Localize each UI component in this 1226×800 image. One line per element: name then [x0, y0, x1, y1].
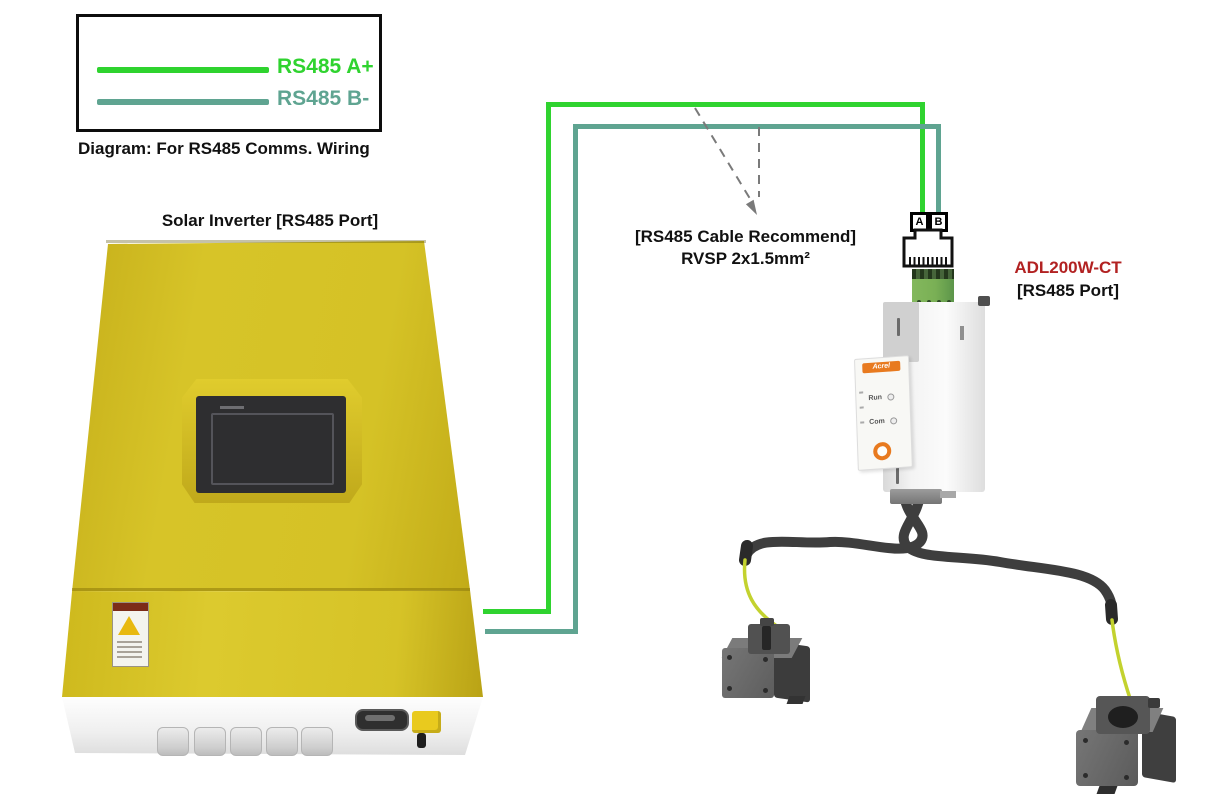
- legend-box: RS485 A+ RS485 B-: [76, 14, 382, 132]
- ct-left-clamp-slot: [762, 626, 771, 650]
- legend-line-rs485a: [97, 67, 269, 73]
- meter-port-label: [RS485 Port]: [1016, 281, 1120, 300]
- cable-gland: [194, 727, 226, 756]
- run-label: Run: [868, 394, 883, 403]
- cable-gland: [301, 727, 333, 756]
- wire-b-into-terminal: [936, 124, 941, 217]
- inverter-screen: [196, 396, 346, 493]
- com-led-icon: [889, 417, 897, 425]
- meter-bottom-connector: [890, 489, 942, 504]
- ct-cable-left: [742, 491, 928, 559]
- warning-text-line: [117, 641, 142, 643]
- ct-left-latch: [760, 618, 774, 626]
- cable-note-line1: [RS485 Cable Recommend]: [634, 227, 857, 246]
- meter-slot-mark: [896, 466, 899, 484]
- inverter-title: Solar Inverter [RS485 Port]: [161, 211, 379, 230]
- callout-arrowhead-icon: [745, 199, 757, 215]
- legend-line-rs485b: [97, 99, 269, 105]
- cable-gland: [157, 727, 189, 756]
- terminal-block-sockets: [912, 269, 954, 279]
- ct-cable-right: [898, 491, 1117, 621]
- inverter-antenna: [417, 733, 426, 748]
- inverter-fold-line: [72, 588, 470, 591]
- warning-label-header: [113, 603, 148, 611]
- legend-label-rs485b: RS485 B-: [277, 87, 370, 110]
- ct-clamp-right: [1068, 692, 1186, 798]
- legend-label-rs485a: RS485 A+: [277, 55, 374, 78]
- rj45-port-icon: [902, 228, 954, 268]
- acrel-logo: Acrel: [862, 360, 901, 374]
- meter-slot-mark: [897, 318, 900, 336]
- ct-right-clamp-hole: [1108, 706, 1138, 728]
- meter-front-panel: Acrel Run Com: [854, 355, 913, 471]
- meter-din-clip: [978, 296, 990, 306]
- ct-left-front-face: [722, 648, 774, 698]
- wire-a-from-inverter: [483, 609, 551, 614]
- warning-triangle-icon: [118, 616, 140, 635]
- cable-gland: [266, 727, 298, 756]
- run-led-row: Run: [868, 393, 895, 403]
- warning-text-line: [117, 656, 142, 658]
- wire-a-into-terminal: [920, 102, 925, 217]
- ct-right-latch: [1148, 698, 1160, 708]
- wire-b-from-inverter: [485, 629, 578, 634]
- ct-right-foot: [1096, 786, 1118, 794]
- cable-note: [RS485 Cable Recommend] RVSP 2x1.5mm²: [608, 226, 883, 270]
- meter-model-label: ADL200W-CT: [1014, 258, 1122, 277]
- wire-a-horizontal-top: [546, 102, 925, 107]
- run-led-icon: [886, 393, 895, 401]
- inverter-screen-logo: [220, 406, 244, 409]
- meter-side-slot: [960, 326, 964, 340]
- inverter-switch: [412, 711, 441, 733]
- wire-b-vertical-left: [573, 124, 578, 634]
- meter-button: [872, 441, 892, 461]
- inverter-connector-port: [355, 709, 409, 731]
- wire-b-horizontal-top: [573, 124, 941, 129]
- connector-port-inner: [365, 715, 395, 721]
- warning-text-line: [117, 646, 142, 648]
- ct-right-front-face: [1076, 730, 1138, 786]
- wire-a-vertical-left: [546, 102, 551, 614]
- com-led-row: Com: [869, 417, 897, 426]
- inverter-warning-label: [112, 602, 149, 667]
- cable-gland: [230, 727, 262, 756]
- com-label: Com: [869, 417, 885, 427]
- meter-bottom-connector-ext: [940, 491, 956, 498]
- warning-text-line: [117, 651, 142, 653]
- cable-note-line2: RVSP 2x1.5mm²: [681, 249, 810, 268]
- inverter-screen-frame: [211, 413, 334, 485]
- inverter-top-edge: [106, 240, 426, 243]
- cable-ferrule-left: [739, 540, 753, 566]
- cable-ferrule-right: [1105, 599, 1118, 625]
- meter-rs485-terminal-block: [912, 269, 954, 307]
- ct-left-foot: [786, 696, 806, 704]
- callout-dashed-line: [694, 107, 753, 203]
- legend-caption: Diagram: For RS485 Comms. Wiring: [78, 139, 370, 158]
- panel-tick-marks: [859, 391, 865, 424]
- meter-upper-step: [883, 302, 919, 362]
- rj45-pins: [909, 257, 947, 265]
- ct-clamp-left: [712, 616, 822, 708]
